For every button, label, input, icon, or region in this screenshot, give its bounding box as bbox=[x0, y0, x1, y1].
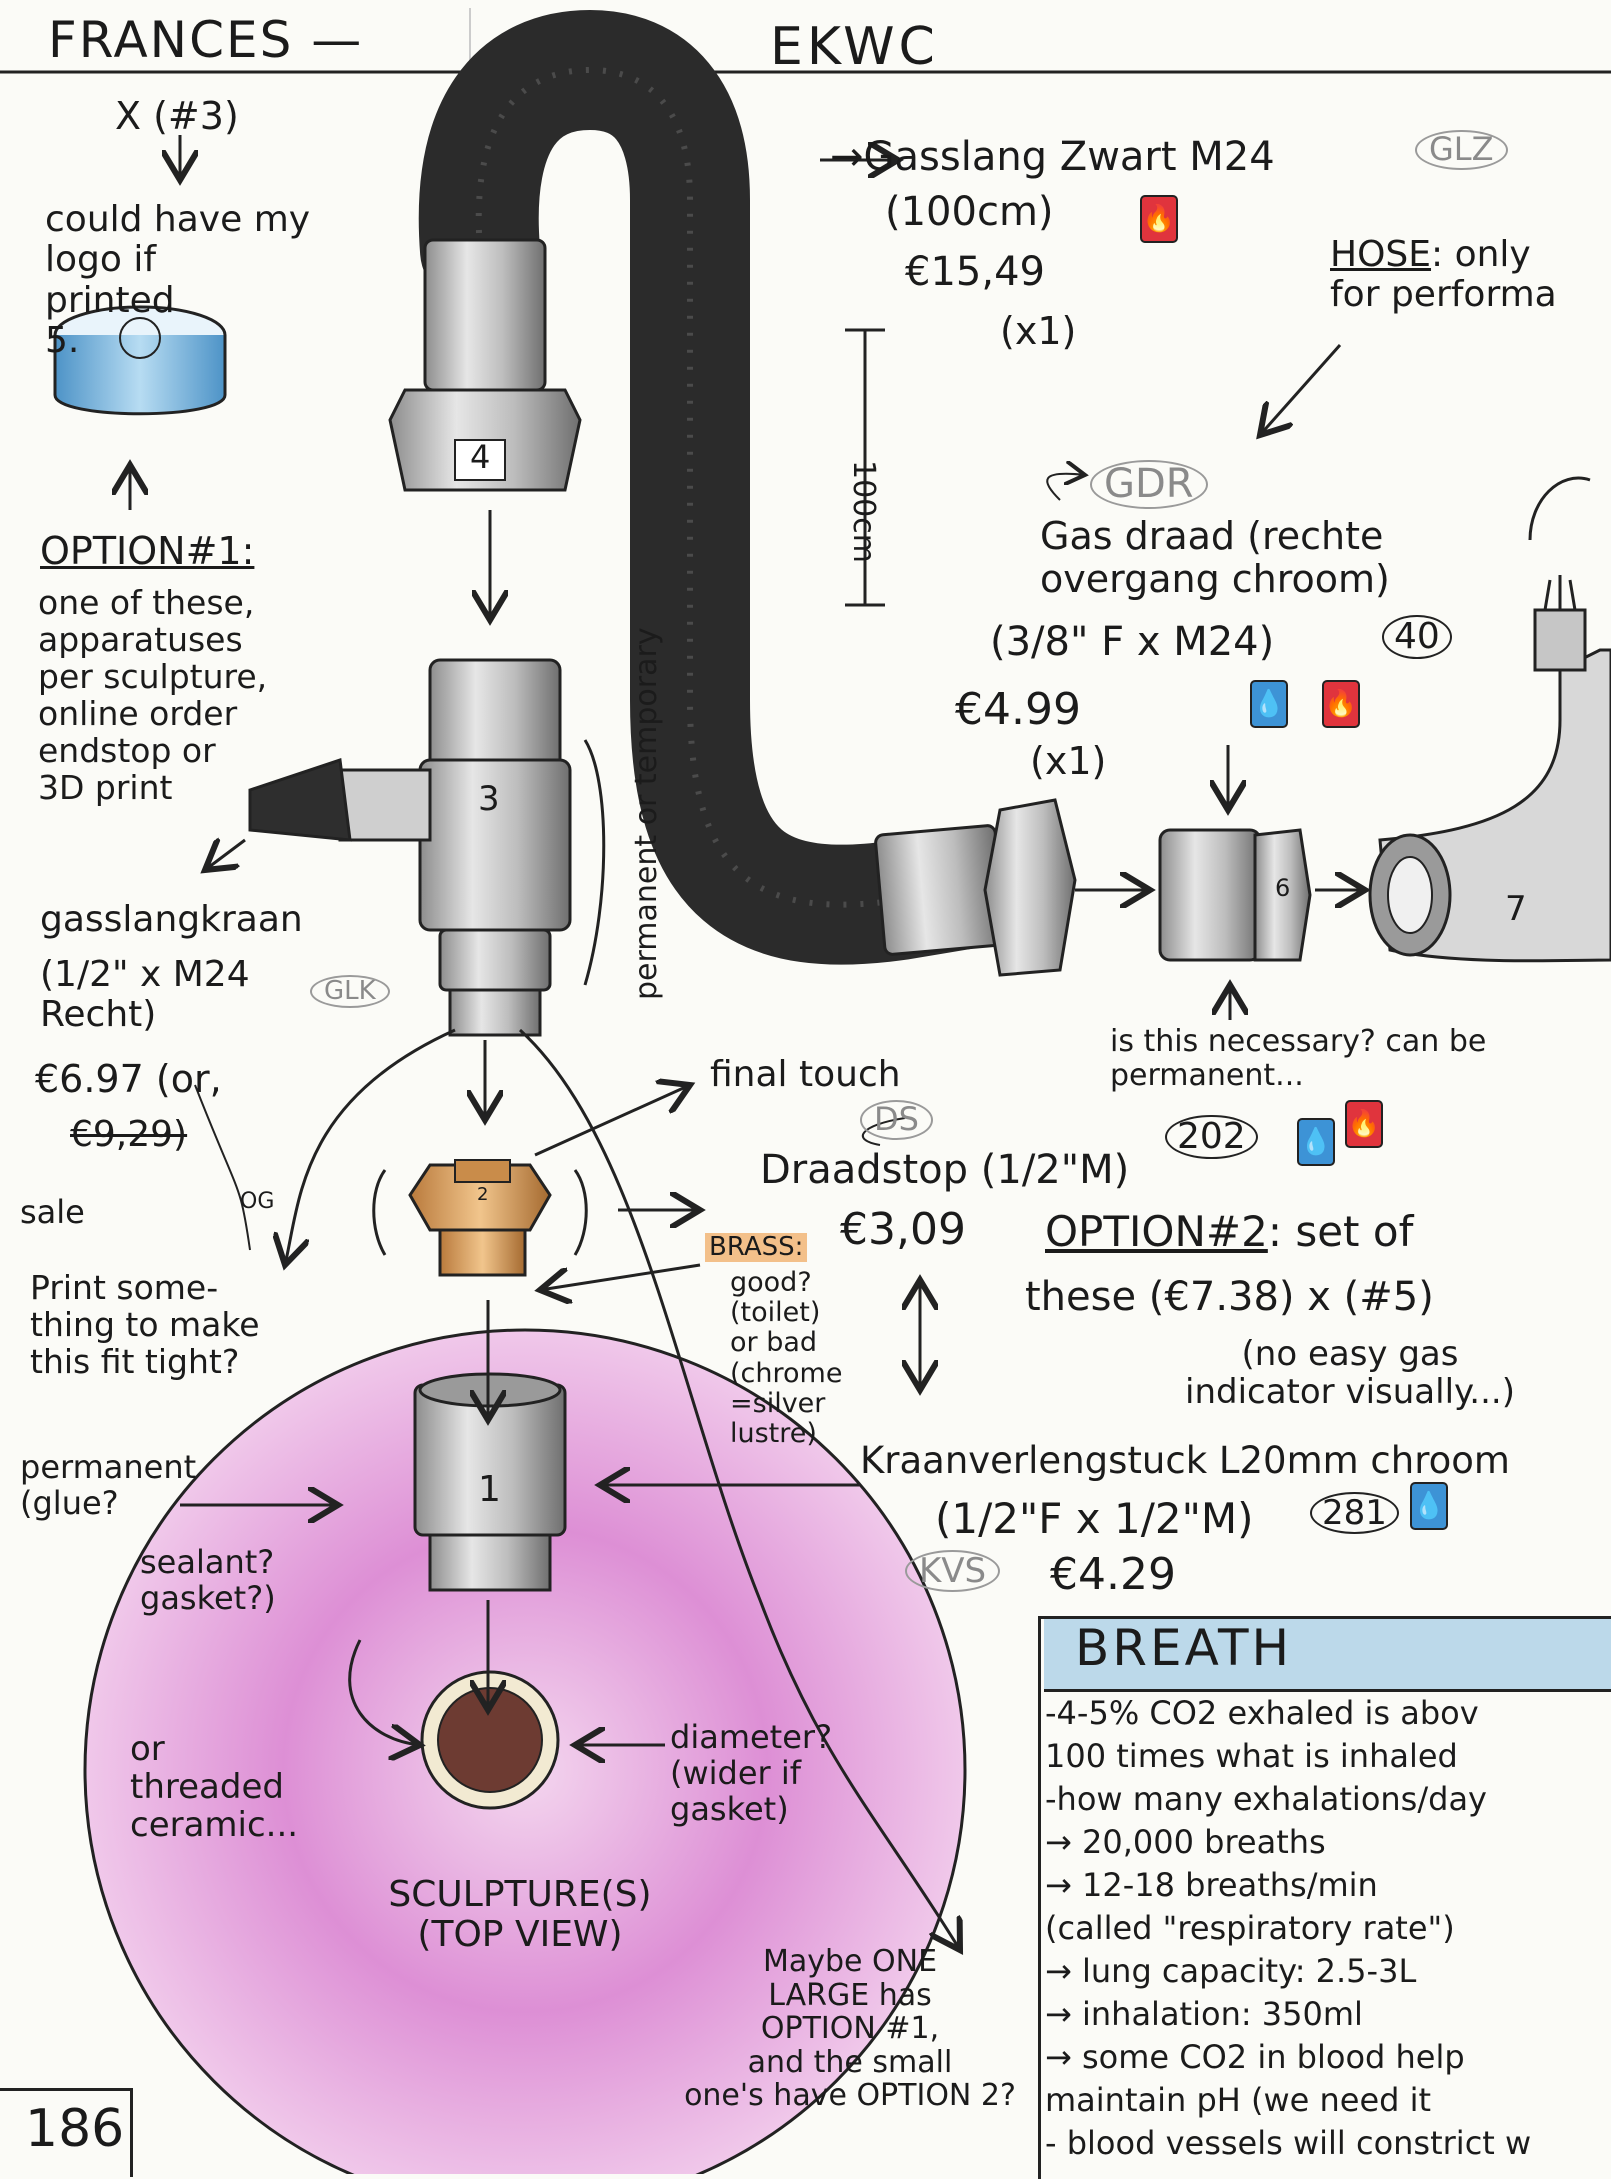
gas-draad-flame-badge: 🔥 bbox=[1322, 680, 1360, 728]
print-note: Print some- thing to make this fit tight… bbox=[30, 1268, 260, 1381]
part-6-label: 6 bbox=[1275, 874, 1291, 902]
brass-note: good? (toilet) or bad (chrome =silver lu… bbox=[730, 1267, 843, 1450]
sealant-note: sealant? gasket?) bbox=[140, 1543, 276, 1617]
breath-line: 100 times what is inhaled bbox=[1045, 1737, 1458, 1775]
valve-top-thread bbox=[428, 658, 562, 772]
draadstop-droplet-badge: 💧 bbox=[1297, 1118, 1335, 1166]
draadstop-name: Draadstop (1/2"M) bbox=[760, 1147, 1130, 1193]
sculpture-hole bbox=[437, 1687, 543, 1793]
necessary-note: is this necessary? can be permanent... bbox=[1110, 1024, 1487, 1093]
breath-line: -4-5% CO2 exhaled is abov bbox=[1045, 1694, 1479, 1732]
hose-code: GLZ bbox=[1415, 130, 1508, 170]
draadstop-num: 202 bbox=[1165, 1115, 1258, 1160]
part-3-label: 3 bbox=[478, 779, 500, 819]
draadstop-flame-badge: 🔥 bbox=[1345, 1100, 1383, 1148]
draadstop-price: €3,09 bbox=[840, 1204, 966, 1255]
gasslangkraan-code: GLK bbox=[310, 975, 390, 1009]
og-label: OG bbox=[240, 1189, 275, 1214]
x-ref-label: X (#3) bbox=[115, 94, 239, 138]
sculpture-label: SCULPTURE(S) (TOP VIEW) bbox=[388, 1874, 652, 1956]
breath-line: → inhalation: 350ml bbox=[1045, 1995, 1363, 2033]
breath-title: BREATH bbox=[1075, 1619, 1293, 1677]
breath-line: → 12-18 breaths/min bbox=[1045, 1866, 1378, 1904]
breath-line: maintain pH (we need it bbox=[1045, 2081, 1432, 2119]
gasslangkraan-spec: (1/2" x M24 Recht) bbox=[40, 954, 250, 1036]
option2-line2: these (€7.38) x (#5) bbox=[1025, 1274, 1434, 1320]
option1-title: OPTION#1: bbox=[40, 529, 255, 573]
hose-note-rest: : only for performa bbox=[1330, 234, 1557, 316]
option2-note: (no easy gas indicator visually...) bbox=[1185, 1334, 1515, 1413]
breath-line: -how many exhalations/day bbox=[1045, 1780, 1487, 1818]
part-2-label: 2 bbox=[477, 1184, 489, 1205]
draadstop-code: DS bbox=[860, 1100, 933, 1140]
brass-label: BRASS: bbox=[705, 1232, 808, 1263]
hose-flame-badge: 🔥 bbox=[1140, 195, 1178, 243]
hose-price: €15,49 bbox=[905, 249, 1045, 295]
gas-draad-price: €4.99 bbox=[955, 684, 1081, 735]
gas-draad-spec: (3/8" F x M24) bbox=[990, 619, 1275, 665]
hose-length: (100cm) bbox=[885, 189, 1054, 235]
gasslangkraan-price-alt: €9,29) bbox=[70, 1114, 188, 1155]
permanent-or-temporary: permanent or temporary bbox=[629, 627, 664, 1000]
draadstop-nut bbox=[408, 1163, 552, 1232]
diameter-note: diameter? (wider if gasket) bbox=[670, 1718, 833, 1828]
breath-line: → 20,000 breaths bbox=[1045, 1823, 1326, 1861]
breath-line: - blood vessels will constrict w bbox=[1045, 2124, 1532, 2162]
ceramic-note: or threaded ceramic... bbox=[130, 1729, 299, 1846]
part-1-label: 1 bbox=[478, 1469, 501, 1510]
gas-draad-num: 40 bbox=[1382, 615, 1452, 660]
kvs-price: €4.29 bbox=[1050, 1549, 1176, 1600]
breath-list: -4-5% CO2 exhaled is abov 100 times what… bbox=[1045, 1692, 1611, 2165]
option2-title: OPTION#2 bbox=[1045, 1207, 1268, 1256]
kvs-spec: (1/2"F x 1/2"M) bbox=[935, 1494, 1254, 1543]
gasslangkraan-price: €6.97 (or, bbox=[35, 1057, 222, 1101]
hose-dimension: 100cm bbox=[846, 460, 881, 563]
hose-qty: (x1) bbox=[1000, 309, 1077, 353]
kvs-droplet-badge: 💧 bbox=[1410, 1482, 1448, 1530]
part-4-label: 4 bbox=[470, 438, 491, 476]
maybe-note: Maybe ONE LARGE has OPTION #1, and the s… bbox=[684, 1944, 1016, 2114]
valve-handle bbox=[248, 757, 352, 842]
hose-nut-right bbox=[983, 798, 1077, 977]
option1-text: one of these, apparatuses per sculpture,… bbox=[38, 583, 268, 807]
gasslangkraan-name: gasslangkraan bbox=[40, 899, 303, 940]
logo-note: could have my logo if printed 5. bbox=[45, 199, 311, 361]
page-number-box bbox=[0, 2088, 133, 2177]
breath-line: → lung capacity: 2.5-3L bbox=[1045, 1952, 1417, 1990]
gas-draad-name: Gas draad (rechte overgang chroom) bbox=[1040, 514, 1390, 601]
hose-note-title: HOSE bbox=[1330, 234, 1432, 275]
hose-name: →Gasslang Zwart M24 bbox=[830, 134, 1275, 180]
adapter-thread bbox=[1158, 828, 1262, 962]
hose-ferrule-top bbox=[423, 238, 547, 392]
final-touch: final touch bbox=[710, 1054, 901, 1095]
permanent-glue-note: permanent (glue? bbox=[20, 1448, 197, 1522]
kvs-code: KVS bbox=[905, 1550, 1001, 1593]
header-title-left: FRANCES — bbox=[48, 11, 364, 69]
sale-label: sale bbox=[20, 1193, 85, 1231]
breath-header bbox=[1044, 1619, 1611, 1692]
page-number: 186 bbox=[25, 2099, 125, 2159]
part-7-label: 7 bbox=[1505, 889, 1527, 929]
kvs-num: 281 bbox=[1310, 1492, 1399, 1535]
header-title-right: EKWC bbox=[770, 17, 939, 77]
option2-text: : set of bbox=[1267, 1207, 1414, 1256]
breath-line: → some CO2 in blood help bbox=[1045, 2038, 1465, 2076]
breath-box bbox=[1038, 1616, 1611, 2179]
gas-draad-droplet-badge: 💧 bbox=[1250, 680, 1288, 728]
kvs-name: Kraanverlengstuck L20mm chroom bbox=[860, 1439, 1510, 1482]
gas-draad-code: GDR bbox=[1090, 460, 1208, 509]
breath-line: (called "respiratory rate") bbox=[1045, 1909, 1455, 1947]
gas-draad-qty: (x1) bbox=[1030, 739, 1107, 783]
cap-body bbox=[53, 335, 227, 416]
